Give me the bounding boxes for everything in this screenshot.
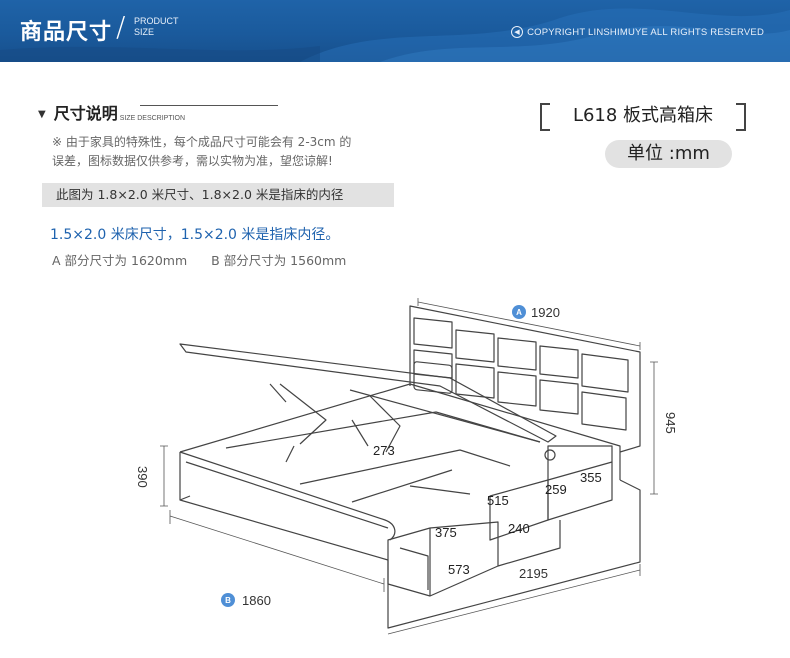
size-notice: ※ 由于家具的特殊性，每个成品尺寸可能会有 2-3cm 的 误差，图标数据仅供参… xyxy=(52,133,432,171)
banner-subtitle: PRODUCT SIZE xyxy=(134,16,179,38)
dim-headboard-width: 1920 xyxy=(531,305,560,320)
inner-divider xyxy=(299,449,511,485)
dimension-lines xyxy=(160,298,658,635)
dim-drawer-front-width: 515 xyxy=(487,493,509,508)
size-explanation-bar: 此图为 1.8×2.0 米尺寸、1.8×2.0 米是指床的内径 xyxy=(42,183,394,207)
banner-title: 商品尺寸 xyxy=(20,20,113,45)
headboard-height-line xyxy=(650,361,658,495)
banner-slash: / xyxy=(116,10,126,43)
banner-subtitle-line1: PRODUCT xyxy=(134,16,179,26)
bed-width-line xyxy=(169,510,385,592)
notice-line-2: 误差，图标数据仅供参考，需以实物为准，望您谅解! xyxy=(52,154,333,168)
dim-headboard-height: 945 xyxy=(663,412,678,434)
copyright-text: COPYRIGHT LINSHIMUYE ALL RIGHTS RESERVED xyxy=(527,26,764,38)
box-height-line xyxy=(160,445,168,507)
triangle-down-icon: ▼ xyxy=(38,109,46,120)
frame-inner-edge xyxy=(185,461,389,529)
dim-drawer-length: 573 xyxy=(448,562,470,577)
model-name-box: L618 板式高箱床 xyxy=(540,103,746,131)
dim-bed-width: 1860 xyxy=(242,593,271,608)
gas-strut xyxy=(279,383,327,445)
dim-side-box-depth: 355 xyxy=(580,470,602,485)
lifted-mattress-panel xyxy=(179,343,557,443)
badge-a-letter: A xyxy=(516,308,522,317)
size-section-subtitle: SIZE DESCRIPTION xyxy=(119,115,186,122)
headboard-width-line xyxy=(417,298,641,350)
side-drawer xyxy=(489,479,549,541)
headboard-cushions xyxy=(413,317,629,431)
banner-wave-decoration xyxy=(0,8,790,62)
play-icon: ◀ xyxy=(511,26,524,38)
part-b-note: B 部分尺寸为 1560mm xyxy=(211,253,347,268)
part-size-notes: A 部分尺寸为 1620mm B 部分尺寸为 1560mm xyxy=(52,250,346,269)
dim-side-box-width: 259 xyxy=(545,482,567,497)
headboard-outline xyxy=(409,305,641,453)
dim-inner-height: 273 xyxy=(373,443,395,458)
notice-line-1: ※ 由于家具的特殊性，每个成品尺寸可能会有 2-3cm 的 xyxy=(52,135,352,149)
bed-length-line xyxy=(387,564,641,635)
header-banner: 商品尺寸 / PRODUCT SIZE ◀ COPYRIGHT LINSHIMU… xyxy=(0,0,790,62)
badge-b-letter: B xyxy=(225,596,231,605)
frame-bottom-right xyxy=(387,479,641,629)
dim-box-height: 390 xyxy=(135,466,150,488)
part-a-note: A 部分尺寸为 1620mm xyxy=(52,253,188,268)
badge-b xyxy=(221,593,235,607)
small-bed-note: 1.5×2.0 米床尺寸，1.5×2.0 米是指床内径。 xyxy=(50,227,340,243)
size-section-heading: ▼ 尺寸说明 SIZE DESCRIPTION xyxy=(38,100,185,124)
badge-a xyxy=(512,305,526,319)
copyright-notice: ◀ COPYRIGHT LINSHIMUYE ALL RIGHTS RESERV… xyxy=(511,26,764,38)
frame-front-edge xyxy=(179,451,396,541)
heading-underline xyxy=(140,105,278,106)
handle-hole xyxy=(544,449,556,461)
model-name: L618 板式高箱床 xyxy=(572,105,714,126)
unit-badge: 单位 :mm xyxy=(605,140,732,168)
banner-subtitle-line2: SIZE xyxy=(134,27,155,37)
size-section-title: 尺寸说明 xyxy=(53,104,118,123)
dim-bed-length: 2195 xyxy=(519,566,548,581)
frame-top-back xyxy=(179,383,621,480)
dim-drawer-height: 240 xyxy=(508,521,530,536)
gas-strut xyxy=(369,395,401,453)
dim-drawer-depth: 375 xyxy=(435,525,457,540)
